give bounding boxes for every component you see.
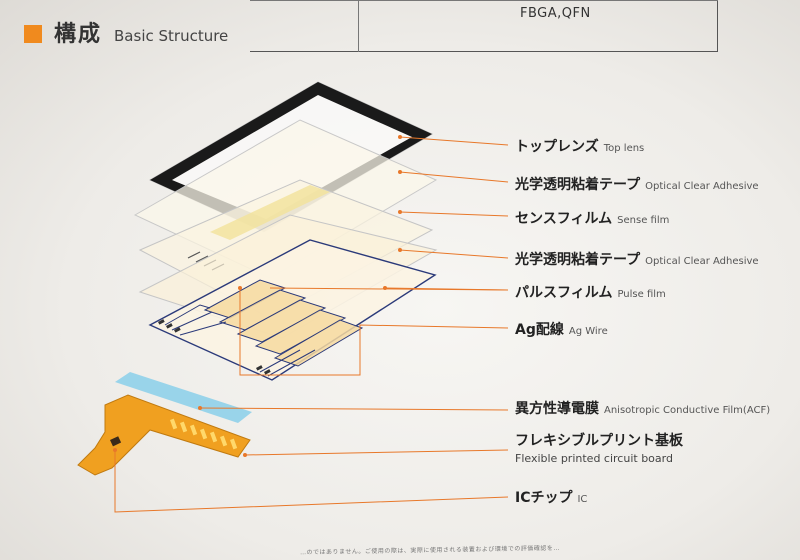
label-acf-jp: 異方性導電膜 [515, 401, 599, 417]
section-title: 構成 Basic Structure [24, 16, 228, 48]
label-pulse-film: パルスフィルム Pulse film [515, 282, 666, 302]
label-pulse-film-en: Pulse film [617, 289, 666, 300]
ic-chip [110, 436, 122, 447]
label-sense-film: センスフィルム Sense film [515, 208, 669, 228]
ag-wire-traces [164, 304, 316, 377]
label-oca-1-en: Optical Clear Adhesive [645, 181, 759, 192]
orange-square-icon [24, 25, 42, 43]
label-acf-en: Anisotropic Conductive Film(ACF) [604, 405, 771, 416]
label-ic-chip: ICチップ IC [515, 487, 587, 507]
fpc-pads [170, 418, 238, 450]
label-top-lens: トップレンズ Top lens [515, 136, 644, 156]
label-sense-film-en: Sense film [617, 215, 670, 226]
label-ic-chip-en: IC [577, 494, 588, 505]
sense-film-stripe [210, 185, 330, 240]
label-ag-wire-jp: Ag配線 [515, 322, 564, 338]
label-fpc: フレキシブルプリント基板 Flexible printed circuit bo… [515, 430, 683, 465]
label-ag-wire-en: Ag Wire [568, 326, 608, 337]
label-oca-2: 光学透明粘着テープ Optical Clear Adhesive [515, 249, 759, 269]
leader-dots [113, 135, 402, 457]
label-ag-wire: Ag配線 Ag Wire [515, 319, 608, 339]
acf-strip [115, 372, 252, 423]
label-ic-chip-jp: ICチップ [515, 490, 573, 506]
spec-table-fragment: FBGA,QFN [250, 0, 718, 52]
label-fpc-jp: フレキシブルプリント基板 [515, 433, 683, 449]
leader-lines [114, 136, 509, 513]
label-top-lens-jp: トップレンズ [515, 139, 599, 155]
label-oca-1-jp: 光学透明粘着テープ [515, 177, 641, 193]
label-pulse-film-jp: パルスフィルム [515, 285, 613, 301]
section-title-en: Basic Structure [114, 27, 229, 45]
label-fpc-en: Flexible printed circuit board [515, 452, 673, 465]
label-oca-2-en: Optical Clear Adhesive [645, 256, 759, 267]
label-top-lens-en: Top lens [603, 143, 645, 154]
table-divider [358, 0, 359, 52]
pulse-film-electrodes [203, 279, 364, 367]
fpc-body [77, 394, 251, 476]
table-top-line [250, 0, 718, 1]
label-sense-film-jp: センスフィルム [515, 211, 613, 227]
section-title-jp: 構成 [54, 22, 103, 47]
pulse-film-contacts [157, 319, 271, 375]
top-lens-frame [150, 82, 432, 232]
label-oca-2-jp: 光学透明粘着テープ [515, 252, 641, 268]
label-acf: 異方性導電膜 Anisotropic Conductive Film(ACF) [515, 398, 770, 418]
label-oca-1: 光学透明粘着テープ Optical Clear Adhesive [515, 174, 759, 194]
table-cell-package: FBGA,QFN [520, 6, 591, 21]
